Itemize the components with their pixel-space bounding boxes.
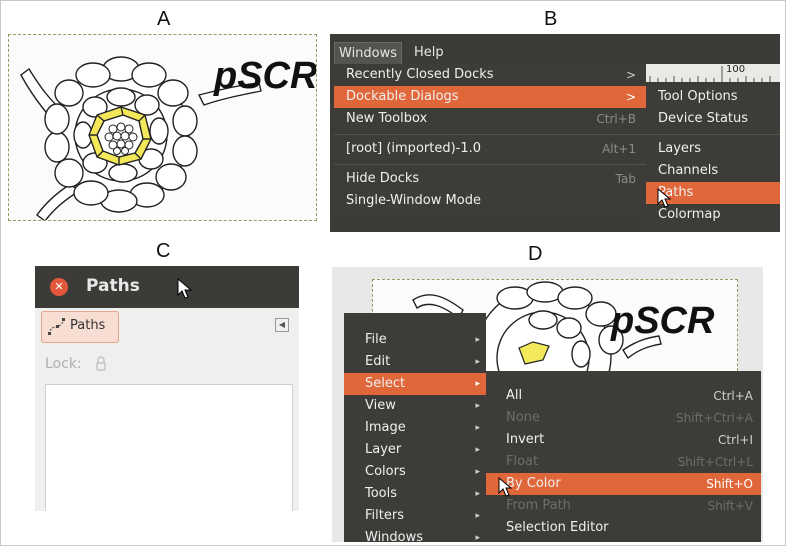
- root-cross-section-drawing: [20, 56, 262, 220]
- menu-item-dockable-dialogs[interactable]: Dockable Dialogs>: [334, 86, 646, 108]
- ruler-mark: 100: [726, 64, 746, 75]
- panel-label-b: B: [544, 8, 558, 30]
- menu-item-layer[interactable]: Layer▸: [365, 442, 480, 457]
- tab-paths[interactable]: Paths: [41, 311, 119, 343]
- mouse-cursor-icon: [177, 278, 193, 299]
- menu-item-edit[interactable]: Edit▸: [365, 354, 480, 369]
- paths-icon: [48, 318, 65, 335]
- panel-label-d: D: [528, 243, 543, 265]
- menu-item-select[interactable]: Select▸: [344, 373, 486, 395]
- menu-item-view[interactable]: View▸: [365, 398, 480, 413]
- menu-separator: [646, 134, 780, 135]
- tab-menu-button[interactable]: ◀: [275, 318, 289, 332]
- select-item-selection-editor[interactable]: Selection Editor: [506, 520, 609, 535]
- dialog-titlebar: ✕ Paths: [35, 266, 299, 308]
- mouse-cursor-icon: [657, 188, 671, 208]
- menu-item-file[interactable]: File▸: [365, 332, 480, 347]
- panel-label-c: C: [156, 240, 171, 262]
- submenu-item-tool-options[interactable]: Tool Options: [658, 89, 738, 104]
- panel-a-image-canvas[interactable]: pSCR: [8, 34, 317, 221]
- dockable-dialogs-submenu: Tool Options Device Status Layers Channe…: [646, 86, 780, 232]
- image-main-menu: File▸ Edit▸ Select▸ View▸ Image▸ Layer▸ …: [344, 313, 486, 542]
- menu-windows[interactable]: Windows: [334, 42, 403, 66]
- submenu-item-layers[interactable]: Layers: [658, 141, 702, 156]
- submenu-item-channels[interactable]: Channels: [658, 163, 719, 178]
- submenu-item-colormap[interactable]: Colormap: [658, 207, 721, 222]
- menu-item-colors[interactable]: Colors▸: [365, 464, 480, 479]
- menu-item-filters[interactable]: Filters▸: [365, 508, 480, 523]
- tab-paths-label: Paths: [70, 318, 106, 333]
- panel-d-select-menu: pSCR File▸ Edit▸ Select▸ View▸ Image▸ La…: [332, 267, 763, 542]
- menu-item-image[interactable]: Image▸: [365, 420, 480, 435]
- menu-item-windows[interactable]: Windows▸: [365, 530, 480, 542]
- menu-item-tools[interactable]: Tools▸: [365, 486, 480, 501]
- close-button[interactable]: ✕: [50, 278, 68, 296]
- ruler-ticks: [649, 66, 771, 82]
- menu-separator: [334, 164, 646, 165]
- logo-text-a: pSCR: [214, 55, 317, 97]
- horizontal-ruler: 100: [646, 64, 780, 82]
- lock-paths-icon[interactable]: [95, 356, 107, 372]
- windows-dropdown: Recently Closed Docks> Dockable Dialogs>…: [334, 64, 646, 214]
- lock-label: Lock:: [45, 356, 82, 372]
- paths-list[interactable]: [45, 384, 293, 511]
- submenu-item-device-status[interactable]: Device Status: [658, 111, 749, 126]
- menu-help[interactable]: Help: [414, 45, 444, 60]
- menu-item-recently-closed-docks[interactable]: Recently Closed Docks>: [346, 67, 636, 82]
- logo-text-d: pSCR: [611, 300, 715, 342]
- panel-b-windows-menu: Windows Help 100 Recently Closed Docks> …: [330, 34, 780, 232]
- menu-item-single-window-mode[interactable]: Single-Window Mode: [346, 193, 481, 208]
- panel-label-a: A: [157, 8, 171, 30]
- panel-c-paths-dialog: ✕ Paths Paths ◀ Lock:: [35, 266, 299, 511]
- mouse-cursor-icon: [498, 477, 512, 497]
- dialog-title: Paths: [86, 276, 140, 296]
- menu-separator: [334, 134, 646, 135]
